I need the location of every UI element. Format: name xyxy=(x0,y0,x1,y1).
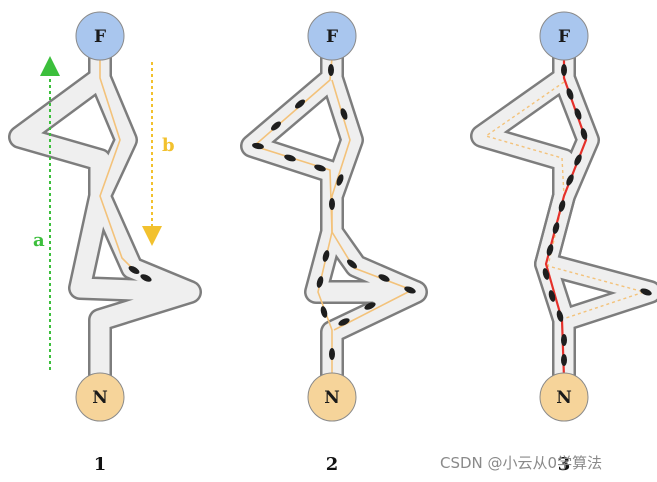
ant xyxy=(336,174,344,186)
nest-node: N xyxy=(539,372,589,422)
ant xyxy=(320,306,328,318)
ant xyxy=(252,142,264,150)
food-node-label: F xyxy=(94,27,106,47)
ant xyxy=(561,334,567,346)
food-node: F xyxy=(539,11,589,61)
nest-node: N xyxy=(75,372,125,422)
panel-1-label: 1 xyxy=(94,454,107,475)
panel-1: a b F N 1 xyxy=(8,11,202,475)
ant xyxy=(322,250,330,262)
ant xyxy=(378,274,390,282)
ant xyxy=(556,310,564,322)
ant xyxy=(548,290,556,302)
path-fill-right xyxy=(90,74,194,301)
ant xyxy=(574,108,582,120)
path-network xyxy=(240,55,428,380)
ant xyxy=(328,64,334,76)
ant xyxy=(295,99,305,109)
panel-3: F N 3 xyxy=(470,11,657,475)
ant xyxy=(561,354,567,366)
ant xyxy=(546,244,554,256)
arrow-b-label: b xyxy=(162,135,175,156)
ant xyxy=(329,348,335,360)
ant xyxy=(404,286,416,294)
ant xyxy=(580,128,588,140)
arrow-b: b xyxy=(142,62,175,246)
ant xyxy=(314,164,326,172)
arrow-a-label: a xyxy=(33,230,45,251)
ant xyxy=(271,121,281,131)
ant xyxy=(542,268,550,280)
ants xyxy=(542,64,652,366)
food-node-label: F xyxy=(558,27,570,47)
panel-2: F N 2 xyxy=(240,11,428,475)
food-node-label: F xyxy=(326,27,338,47)
ant xyxy=(338,318,350,326)
ants xyxy=(252,64,416,360)
ant xyxy=(552,222,560,234)
food-node: F xyxy=(75,11,125,61)
arrow-a: a xyxy=(33,56,60,370)
nest-node-label: N xyxy=(324,388,340,408)
nest-node: N xyxy=(307,372,357,422)
path-network xyxy=(470,55,657,380)
nest-node-label: N xyxy=(556,388,572,408)
ant xyxy=(566,174,574,186)
ant xyxy=(640,288,652,296)
ant xyxy=(128,266,140,274)
ants xyxy=(128,266,152,282)
trail-light xyxy=(99,55,133,269)
ant xyxy=(566,88,574,100)
ant xyxy=(574,154,582,166)
ant xyxy=(558,200,566,212)
food-node: F xyxy=(307,11,357,61)
ant xyxy=(329,198,335,210)
nest-node-label: N xyxy=(92,388,108,408)
panel-2-label: 2 xyxy=(326,454,339,475)
ant xyxy=(284,154,296,162)
ant xyxy=(316,276,324,288)
ant xyxy=(364,302,376,310)
ant xyxy=(140,274,152,282)
csdn-watermark: CSDN @小云从0学算法 xyxy=(440,454,603,472)
ant xyxy=(347,259,357,269)
path-network xyxy=(8,55,202,380)
panel-3-label: 3 xyxy=(558,454,571,475)
ant xyxy=(340,108,348,120)
ant xyxy=(561,64,567,76)
